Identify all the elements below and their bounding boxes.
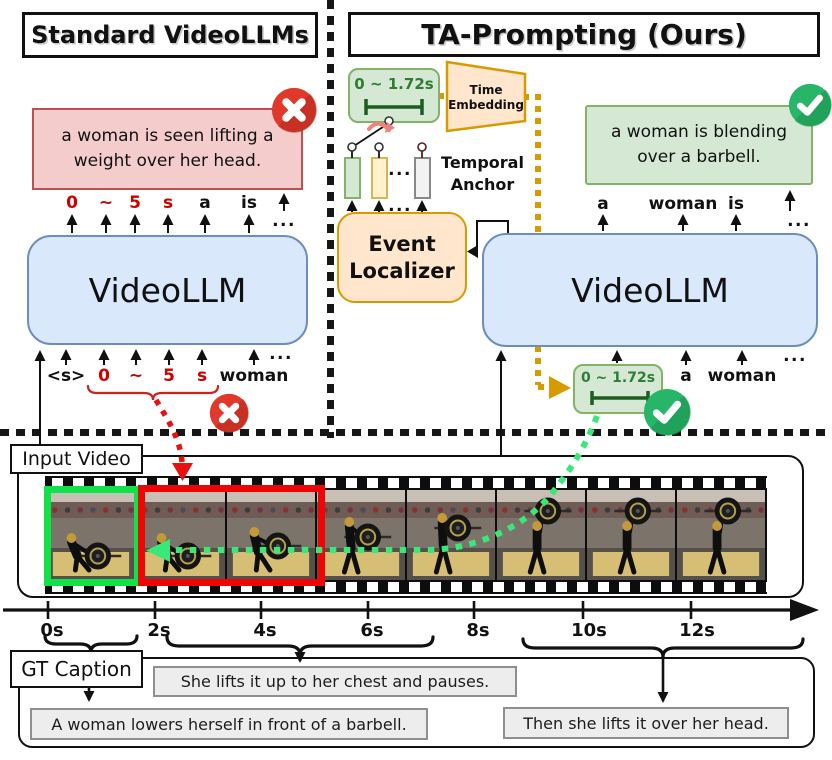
left-in-token-4: s [196, 366, 208, 386]
video-frame [47, 490, 135, 580]
right-out-token-0: a [597, 194, 609, 214]
left-out-token-3: s [162, 193, 174, 213]
tick-12s: 12s [679, 620, 715, 641]
video-frame [317, 490, 405, 580]
left-output-ellipsis: ... [272, 211, 296, 231]
right-caption-line2: over a barbell. [637, 147, 761, 167]
left-caption-line1: a woman is seen lifting a [61, 126, 274, 147]
temporal-anchor-label: Temporal Anchor [430, 152, 535, 195]
right-panel-title: TA-Prompting (Ours) [348, 12, 820, 57]
anchor-time-box: 0 ~ 1.72s [348, 68, 440, 123]
left-in-token-5: woman [219, 366, 289, 386]
filmstrip-sprockets-bottom [45, 582, 767, 592]
left-input-ellipsis: ... [269, 344, 293, 364]
right-in-token-1: woman [707, 366, 777, 386]
right-output-ellipsis: ... [787, 211, 811, 231]
error-badge-icon [271, 87, 317, 133]
left-out-token-5: is [241, 193, 257, 213]
anchor-arrows-ellipsis: ... [388, 196, 412, 216]
success-badge-icon [788, 83, 832, 127]
tick-6s: 6s [360, 620, 384, 641]
vertical-dashed-divider [327, 0, 334, 438]
left-in-token-1: 0 [98, 366, 110, 386]
tick-10s: 10s [571, 620, 607, 641]
gt-caption-2: She lifts it up to her chest and pauses. [153, 666, 517, 697]
right-input-ellipsis: ... [783, 346, 807, 366]
left-out-token-0: 0 [66, 193, 78, 213]
anchor-time-range: 0 ~ 1.72s [354, 75, 434, 93]
left-out-token-1: ~ [98, 193, 114, 213]
video-frame [497, 490, 585, 580]
horizontal-dashed-divider [0, 429, 832, 436]
success-badge-icon-2 [643, 388, 691, 436]
predicted-time-box: 0 ~ 1.72s [573, 364, 663, 414]
right-videollm-label: VideoLLM [571, 270, 729, 310]
time-embedding-trapezoid: Time Embedding [445, 60, 527, 133]
temporal-anchor-line1: Temporal [441, 153, 524, 172]
event-localizer-line1: Event [368, 232, 436, 257]
tick-4s: 4s [253, 620, 277, 641]
tick-8s: 8s [466, 620, 490, 641]
left-output-caption-box: a woman is seen lifting a weight over he… [32, 108, 303, 190]
right-videollm-box: VideoLLM [482, 233, 818, 347]
gt-caption-3: Then she lifts it over her head. [503, 707, 789, 739]
event-localizer-line2: Localizer [349, 258, 455, 283]
gt-caption-1: A woman lowers herself in front of a bar… [30, 708, 428, 740]
timeline-axis [3, 599, 819, 621]
left-in-token-2: ~ [128, 366, 144, 386]
left-in-token-0: <s> [46, 366, 86, 386]
temporal-anchor-line2: Anchor [450, 174, 515, 194]
tick-0s: 0s [40, 620, 64, 641]
left-caption-line2: weight over her head. [73, 151, 262, 171]
left-out-token-2: 5 [129, 193, 141, 213]
left-videollm-box: VideoLLM [27, 235, 308, 345]
left-panel-title: Standard VideoLLMs [22, 12, 318, 58]
svg-text:Embedding: Embedding [448, 98, 524, 112]
right-out-token-1: woman [648, 194, 718, 214]
left-in-token-3: 5 [163, 366, 175, 386]
video-frame [587, 490, 675, 580]
right-in-token-0: a [680, 366, 692, 386]
gt-caption-label: GT Caption [10, 650, 143, 688]
red-underbrace [86, 384, 220, 401]
video-frame [677, 490, 765, 580]
video-frame [407, 490, 495, 580]
right-out-token-2: is [728, 194, 744, 214]
right-output-caption-box: a woman is blending over a barbell. [585, 105, 813, 185]
tick-2s: 2s [147, 620, 171, 641]
grounded-segment-highlight [44, 486, 141, 586]
right-caption-line1: a woman is blending [610, 122, 788, 143]
input-video-label: Input Video [10, 444, 143, 474]
predicted-time-range: 0 ~ 1.72s [580, 370, 656, 386]
wrong-segment-highlight [138, 485, 325, 586]
anchor-bars-ellipsis: ... [388, 160, 412, 180]
left-out-token-4: a [199, 193, 211, 213]
error-badge-icon-2 [209, 393, 249, 433]
event-localizer-box: Event Localizer [337, 212, 467, 303]
left-videollm-label: VideoLLM [88, 270, 247, 310]
svg-text:Time: Time [470, 83, 503, 97]
